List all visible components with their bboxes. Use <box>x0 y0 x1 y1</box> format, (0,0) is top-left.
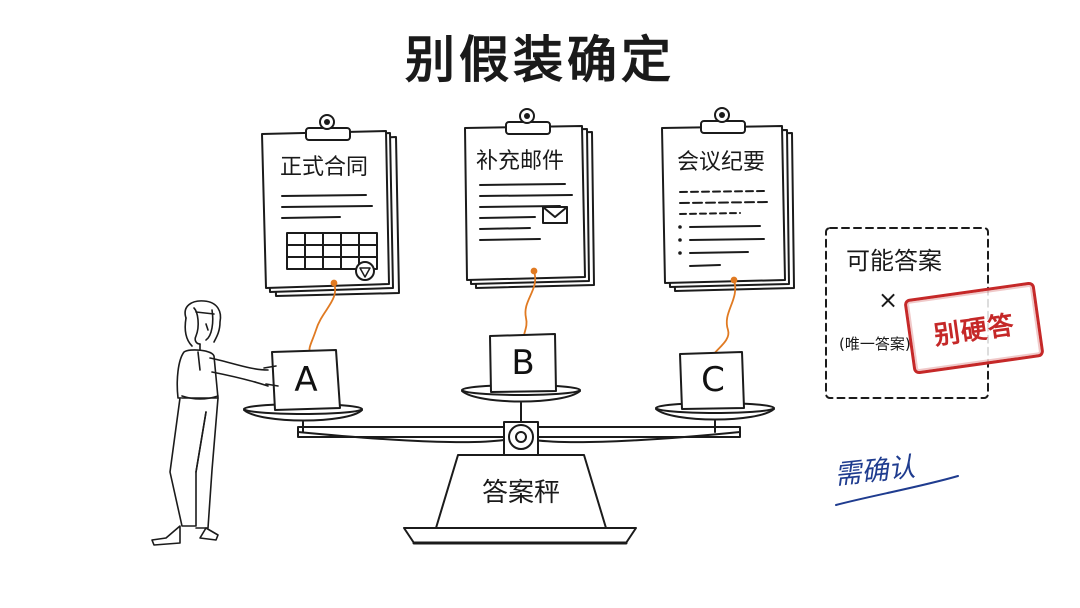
page-title: 别假装确定 <box>405 31 675 89</box>
answer-scale <box>243 384 775 545</box>
woman-figure <box>151 300 279 546</box>
document-a-title: 正式合同 <box>280 155 369 180</box>
box-b-label: B <box>511 343 535 383</box>
note-line-possible-answers: 可能答案 <box>846 247 942 275</box>
box-c <box>679 351 745 410</box>
box-c-label: C <box>701 360 725 400</box>
connectors <box>308 267 738 355</box>
box-a <box>271 349 341 411</box>
note-line-unique-answer: (唯一答案) <box>839 335 911 353</box>
document-b-title: 补充邮件 <box>476 149 565 174</box>
note-times-symbol: × <box>878 286 899 314</box>
document-c-clipboard <box>661 107 795 292</box>
document-a-clipboard <box>261 114 400 297</box>
document-b-clipboard <box>464 108 595 289</box>
handwritten-underline <box>835 475 959 506</box>
document-c-title: 会议纪要 <box>677 150 766 175</box>
box-a-label: A <box>294 360 318 400</box>
box-b <box>489 333 557 393</box>
scale-base-label: 答案秤 <box>481 478 560 508</box>
stamp-label: 别硬答 <box>932 309 1017 351</box>
